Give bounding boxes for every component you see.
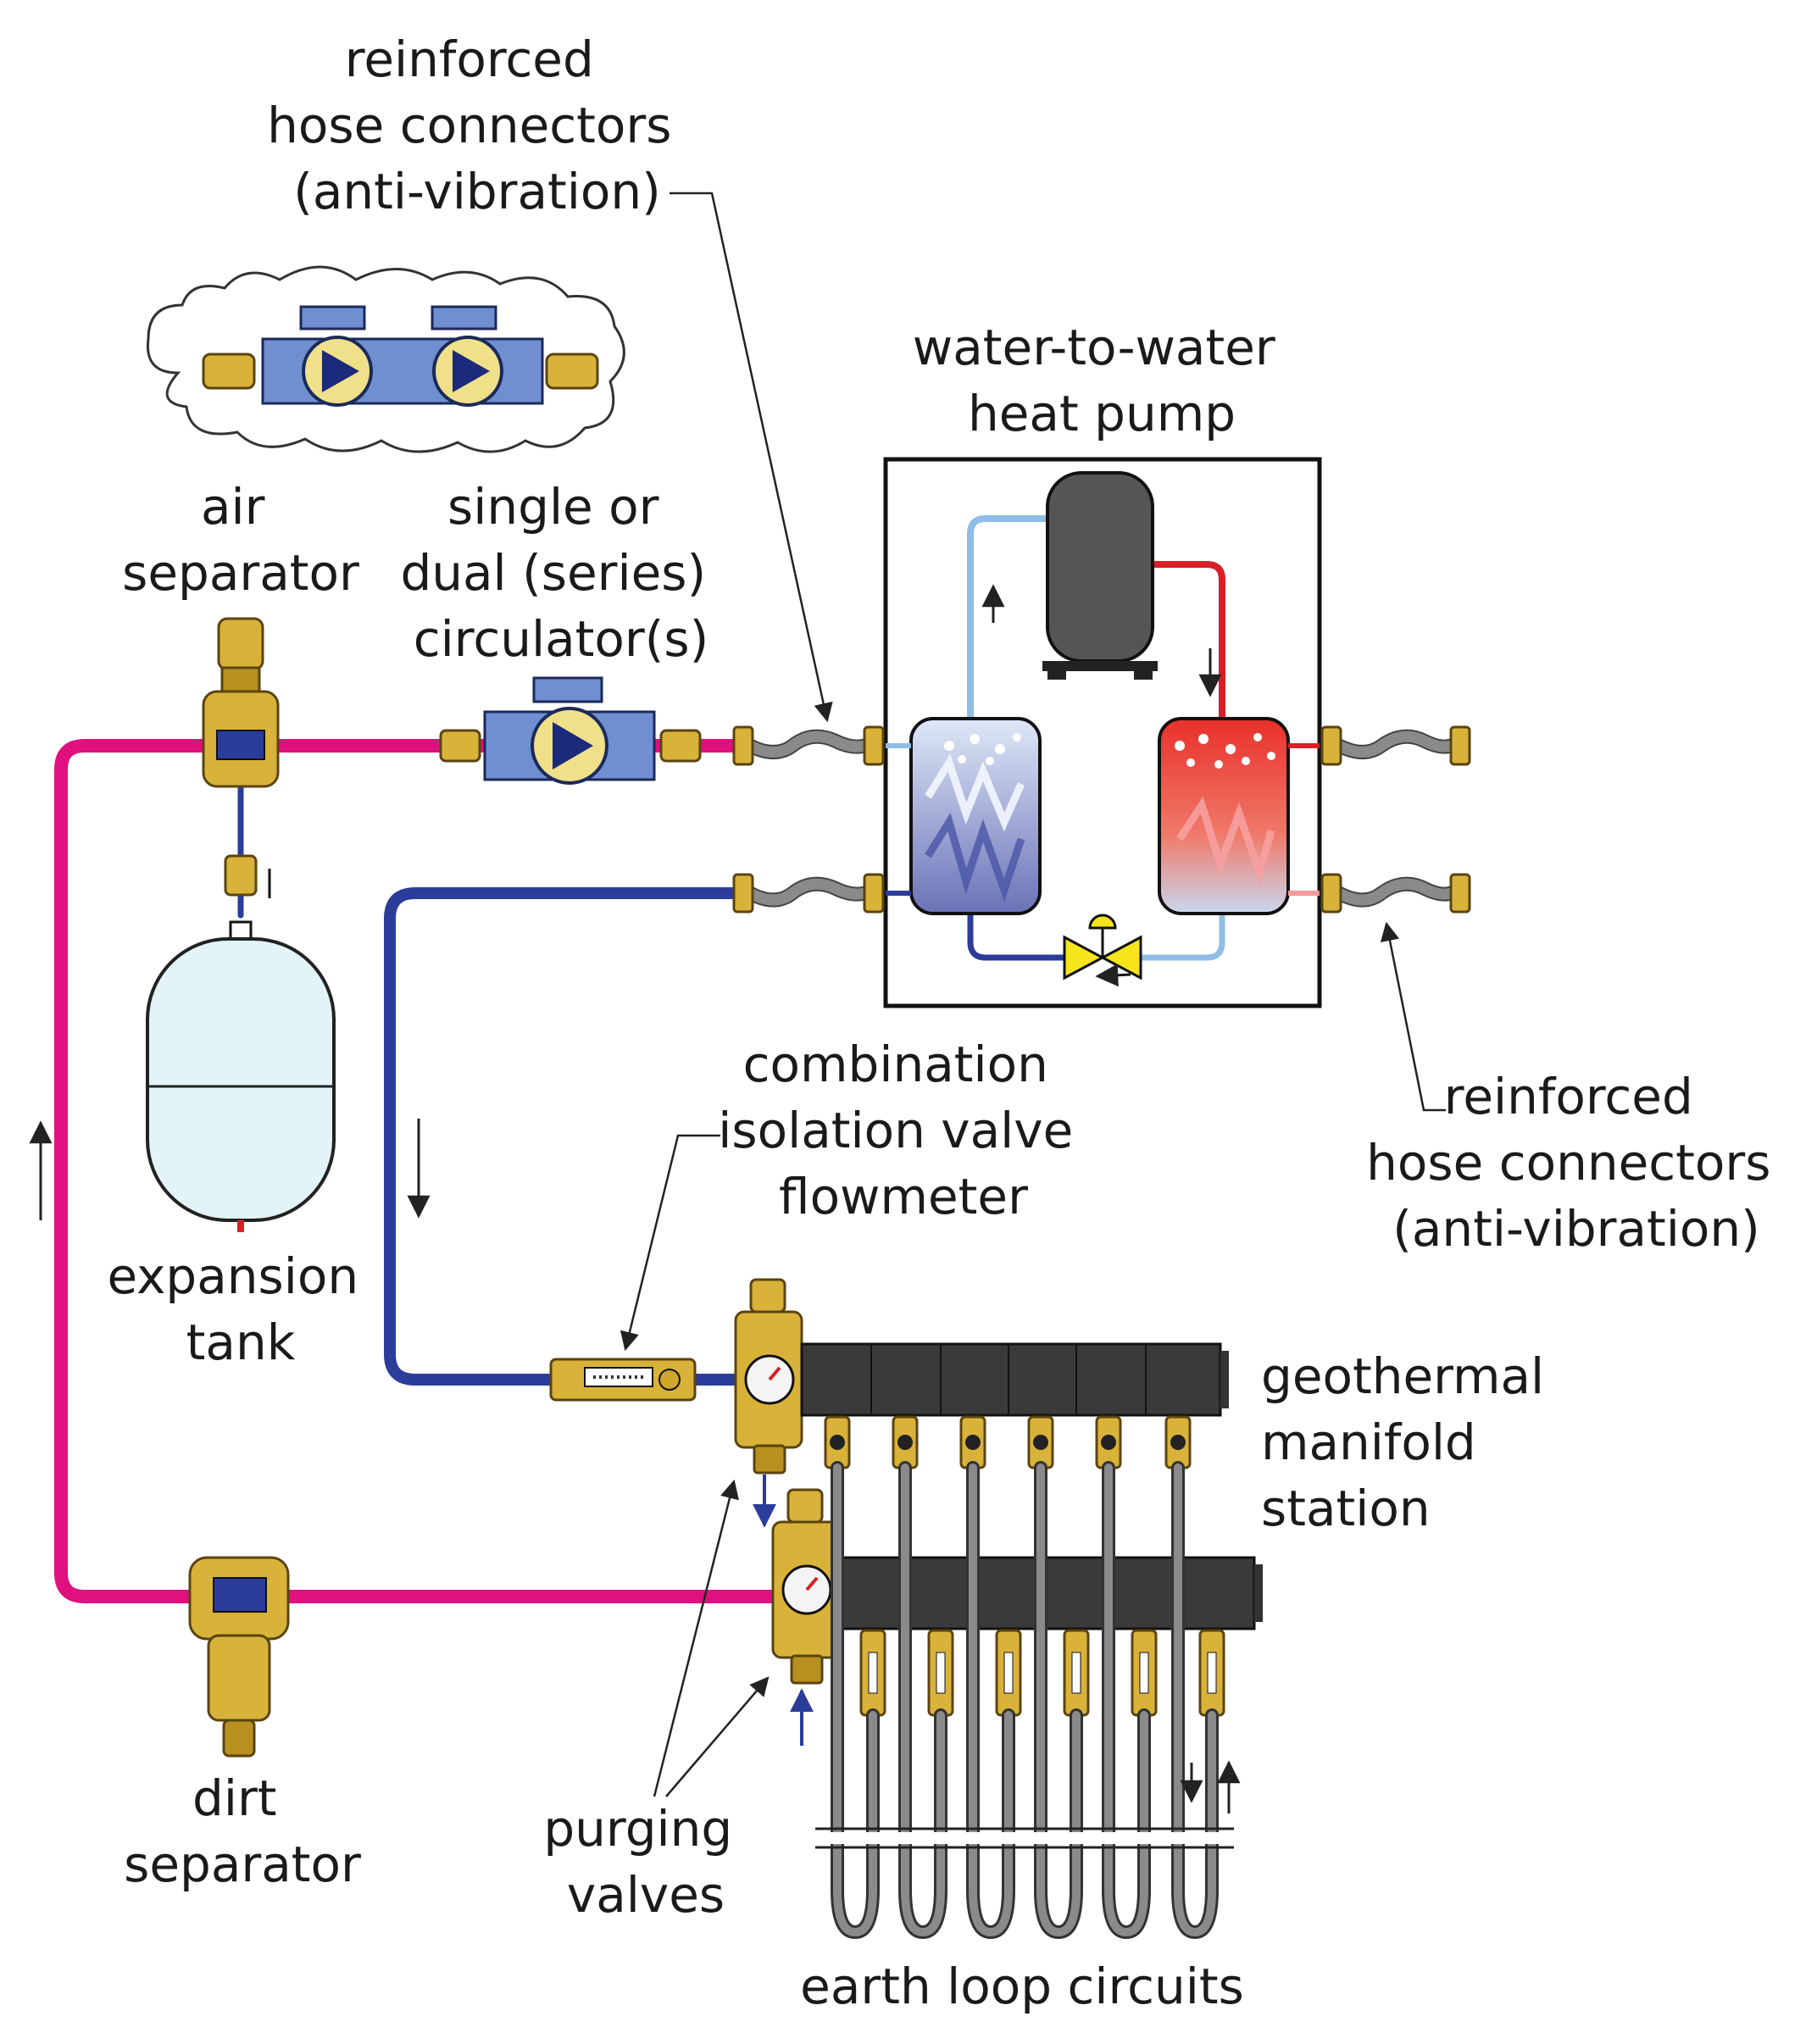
label-hose-connectors-right: reinforced hose connectors (anti-vibrati… (1366, 1068, 1786, 1258)
leader-purging-1 (653, 1479, 739, 1797)
dirt-separator-icon (188, 1556, 290, 1758)
label-air-separator: air separator (122, 478, 359, 602)
label-expansion-tank: expansion tank (107, 1247, 374, 1371)
earth-loop-circuits (815, 1415, 1234, 1940)
evaporator-icon (909, 717, 1042, 915)
air-separator-icon (202, 617, 280, 788)
refrigerant-liquid-line (967, 905, 1068, 961)
flowmeter-icon (549, 1358, 697, 1402)
expansion-tank-icon (146, 920, 336, 1232)
label-geothermal-manifold: geothermal manifold station (1261, 1347, 1560, 1537)
leader-hose-top (670, 192, 833, 723)
label-hose-connectors-top: reinforced hose connectors (anti-vibrati… (267, 31, 687, 220)
circulator-pump-icon (439, 676, 702, 785)
expansion-valve-icon (1063, 914, 1142, 987)
leader-combination (620, 1134, 720, 1352)
leader-purging-2 (665, 1676, 770, 1797)
refrigerant-return-line (1137, 905, 1225, 961)
label-dirt-separator: dirt separator (124, 1769, 361, 1893)
leader-hose-right (1380, 921, 1446, 1112)
refrigerant-suction-line (967, 515, 1051, 724)
label-circulator: single or dual (series) circulator(s) (400, 478, 721, 668)
label-purging-valves: purging valves (543, 1800, 747, 1924)
label-heat-pump: water-to-water heat pump (913, 319, 1291, 442)
label-earth-loop-circuits: earth loop circuits (800, 1958, 1244, 2015)
label-combination-valve: combination isolation valve flowmeter (718, 1036, 1088, 1225)
condenser-icon (1158, 717, 1290, 915)
dual-circulator-callout (146, 265, 625, 453)
return-pipe (384, 887, 760, 1386)
tank-isolation-valve-icon (224, 854, 271, 898)
compressor-icon (1042, 471, 1158, 680)
hose-connectors-right (1320, 725, 1471, 914)
refrigerant-discharge-line (1149, 561, 1225, 724)
supply-pipe (54, 739, 795, 1603)
hose-connectors-left (732, 725, 885, 914)
